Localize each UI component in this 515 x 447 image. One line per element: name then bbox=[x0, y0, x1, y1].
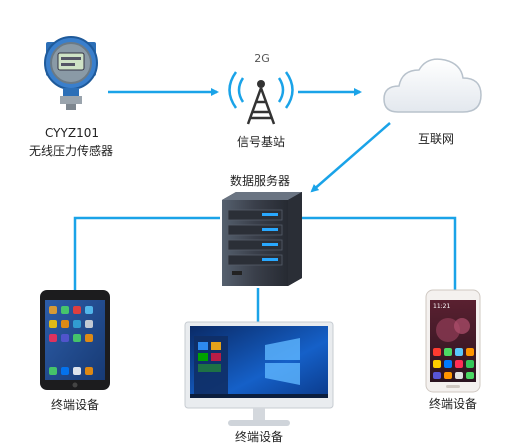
connectors bbox=[73, 88, 457, 322]
signal-tower-icon bbox=[228, 71, 294, 125]
server-label: 数据服务器 bbox=[229, 174, 290, 188]
tablet-label: 终端设备 bbox=[50, 398, 99, 412]
phone-label: 终端设备 bbox=[428, 397, 477, 411]
sensor-model-label: CYYZ101 bbox=[45, 126, 99, 140]
internet-cloud-icon bbox=[383, 58, 482, 113]
network-generation-badge: 2G bbox=[254, 52, 270, 65]
smartphone-device-icon: 11:21 bbox=[425, 289, 481, 393]
data-server-icon bbox=[222, 192, 302, 286]
server-to-phone-line bbox=[300, 216, 457, 292]
cloud-label: 互联网 bbox=[417, 132, 454, 146]
server-to-tablet-line bbox=[73, 216, 220, 292]
cloud-to-server-arrow bbox=[310, 122, 391, 193]
phone-clock-text: 11:21 bbox=[433, 303, 450, 310]
sensor-name-label: 无线压力传感器 bbox=[28, 144, 113, 158]
desktop-monitor-icon bbox=[184, 321, 334, 426]
tower-label: 信号基站 bbox=[236, 135, 285, 149]
tablet-device-icon bbox=[40, 290, 110, 390]
desktop-label: 终端设备 bbox=[234, 430, 283, 444]
pressure-sensor-icon bbox=[44, 36, 98, 110]
